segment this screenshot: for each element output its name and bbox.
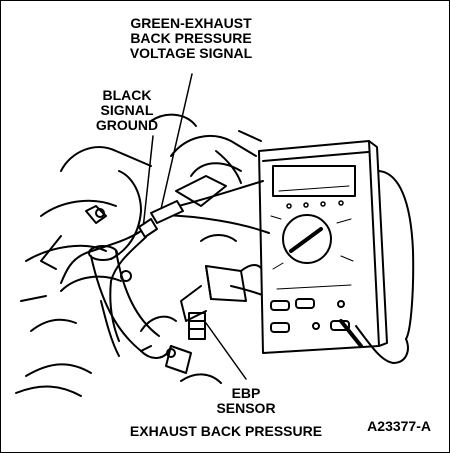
leader-lines [142,73,247,380]
label-green-signal: GREEN-EXHAUST BACK PRESSURE VOLTAGE SIGN… [116,16,266,61]
label-black-ground-line3: GROUND [95,117,159,133]
figure-caption: EXHAUST BACK PRESSURE [129,423,323,439]
label-ebp-sensor-line2: SENSOR [216,400,276,416]
label-ebp-sensor-line1: EBP [231,385,261,401]
leader-black-ground [142,135,154,230]
label-green-signal-line3: VOLTAGE SIGNAL [129,45,253,61]
meter-display [272,165,356,197]
engine-background [15,113,262,397]
rotary-dial [282,214,332,264]
label-black-ground: BLACK SIGNAL GROUND [87,88,167,133]
leader-ebp-sensor [205,322,247,380]
figure-id: A23377-A [367,418,431,434]
leader-green-signal [160,73,193,210]
label-green-signal-line1: GREEN-EXHAUST [130,15,252,31]
label-green-signal-line2: BACK PRESSURE [130,30,252,46]
multimeter [258,140,388,354]
label-black-ground-line2: SIGNAL [100,102,154,118]
test-leads [60,170,415,364]
label-black-ground-line1: BLACK [102,87,152,103]
label-ebp-sensor: EBP SENSOR [206,386,286,416]
